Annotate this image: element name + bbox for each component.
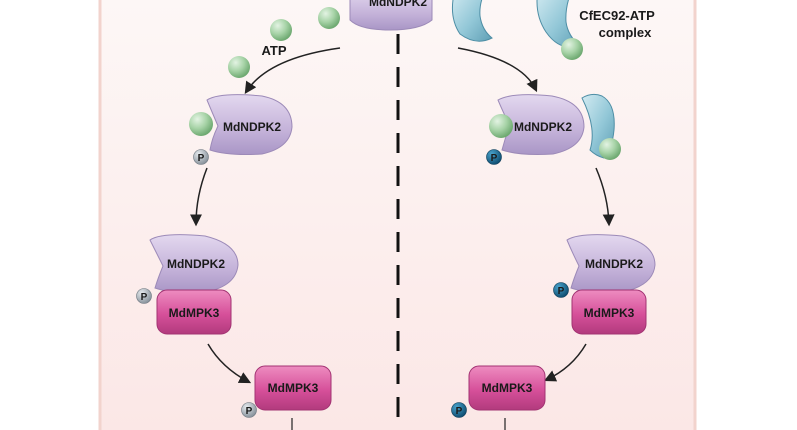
atp-sphere (318, 7, 340, 29)
right-step2-mpk3-label: MdMPK3 (584, 306, 635, 320)
phospho-blue-icon (553, 282, 569, 298)
arrow-right-1 (457, 47, 538, 93)
effector-protein (451, 0, 493, 42)
arrow-right-2 (595, 167, 615, 227)
right-step3-mpk3-label: MdMPK3 (482, 381, 533, 395)
atp-sphere (489, 114, 513, 138)
arrow-left-1 (244, 47, 341, 95)
phospho-label: P (246, 406, 253, 417)
complex-label-line1: CfEC92-ATP (579, 8, 655, 23)
right-step2-mpk3: MdMPK3 (571, 289, 647, 335)
right-step3-mpk3: MdMPK3 (468, 365, 546, 411)
atp-sphere (228, 56, 250, 78)
atp-label: ATP (261, 43, 286, 58)
phospho-blue-icon (451, 402, 467, 418)
atp-sphere (599, 138, 621, 160)
right-step2-ndpk2-label: MdNDPK2 (585, 257, 643, 271)
right-step1-ndpk2-label: MdNDPK2 (514, 120, 572, 134)
left-step1-ndpk2: MdNDPK2 (206, 94, 293, 155)
phospho-grey-icon (241, 402, 257, 418)
atp-sphere (561, 38, 583, 60)
atp-sphere (270, 19, 292, 41)
phospho-label: P (558, 286, 565, 297)
phospho-label: P (141, 292, 148, 303)
phospho-grey-icon (136, 288, 152, 304)
left-step2-mpk3-label: MdMPK3 (169, 306, 220, 320)
arrow-left-2 (190, 167, 208, 227)
left-step2-ndpk2: MdNDPK2 (149, 234, 239, 293)
right-step1-ndpk2: MdNDPK2 (497, 94, 585, 155)
phospho-label: P (456, 406, 463, 417)
right-step2-ndpk2: MdNDPK2 (566, 234, 656, 293)
phospho-blue-icon (486, 149, 502, 165)
phospho-label: P (491, 153, 498, 164)
phospho-grey-icon (193, 149, 209, 165)
atp-sphere (189, 112, 213, 136)
arrow-right-3 (543, 343, 587, 382)
left-step1-ndpk2-label: MdNDPK2 (223, 120, 281, 134)
left-step2-mpk3: MdMPK3 (156, 289, 232, 335)
left-top-ndpk2: MdNDPK2 (349, 0, 433, 31)
left-step3-mpk3-label: MdMPK3 (268, 381, 319, 395)
left-step2-ndpk2-label: MdNDPK2 (167, 257, 225, 271)
arrow-left-3 (207, 343, 252, 384)
phospho-label: P (198, 153, 205, 164)
left-top-ndpk2-label: MdNDPK2 (369, 0, 427, 9)
complex-label-line2: complex (599, 25, 653, 40)
left-step3-mpk3: MdMPK3 (254, 365, 332, 411)
